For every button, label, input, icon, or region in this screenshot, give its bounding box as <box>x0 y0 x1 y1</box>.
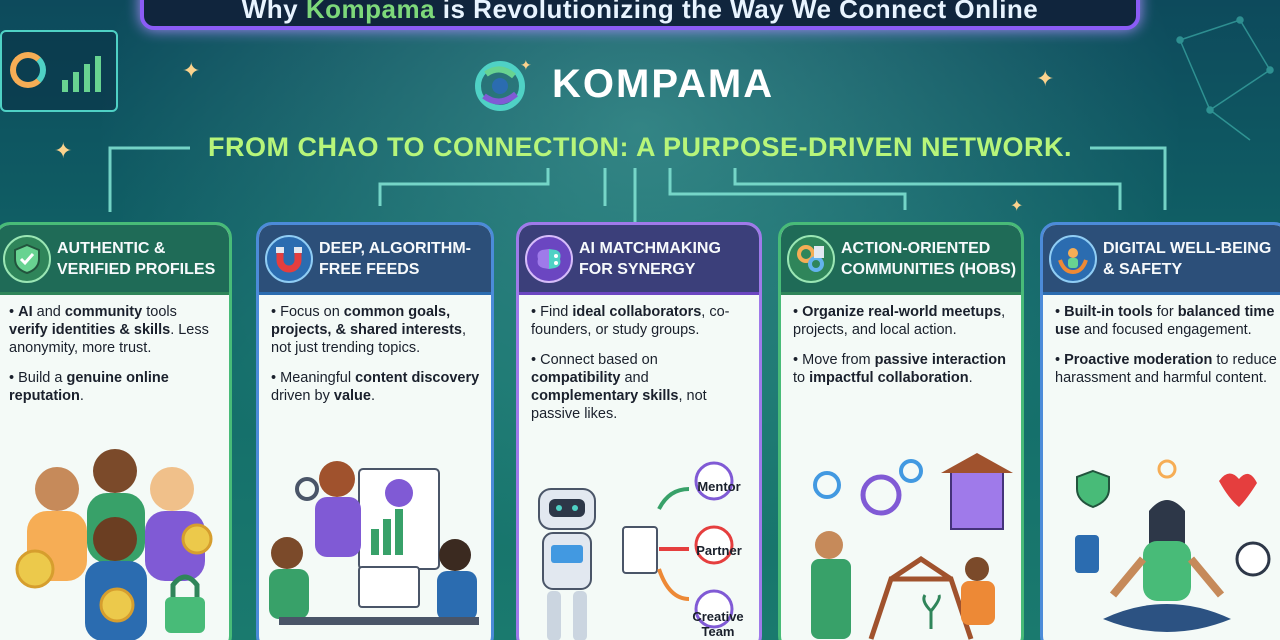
bar-chart-icon <box>62 52 101 92</box>
community-building-illustration <box>811 453 1013 640</box>
tagline: FROM CHAO TO CONNECTION: A PURPOSE-DRIVE… <box>207 132 1072 162</box>
card-action-communities: ACTION-ORIENTED COMMUNITIES (HOBS) • Org… <box>778 222 1024 640</box>
page-title: Why Kompama is Revolutionizing the Way W… <box>242 0 1039 25</box>
svg-text:✦: ✦ <box>520 58 532 74</box>
card-body: • Organize real-world meetups, projects,… <box>793 303 1011 399</box>
card-title: DEEP, ALGORITHM-FREE FEEDS <box>319 239 472 278</box>
card-header: AUTHENTIC & VERIFIED PROFILES <box>0 225 229 295</box>
card-body: • Built-in tools for balanced time use a… <box>1055 303 1277 399</box>
match-label-mentor: Mentor <box>697 479 741 494</box>
card-point: • Connect based on compatibility and com… <box>531 352 707 422</box>
card-point: • Build a genuine online reputation. <box>9 370 169 404</box>
logo-swirl-icon: ✦ <box>475 58 532 111</box>
card-point: • AI and community tools verify identiti… <box>9 304 209 356</box>
sparkle-icon: ✦ <box>1036 66 1055 91</box>
collaboration-illustration <box>269 461 479 625</box>
match-label-creative-team: Creative Team <box>692 609 744 639</box>
card-digital-wellbeing: DIGITAL WELL-BEING & SAFETY • Built-in t… <box>1040 222 1280 640</box>
magnet-icon <box>265 235 313 283</box>
card-authentic-profiles: AUTHENTIC & VERIFIED PROFILES • AI and c… <box>0 222 232 640</box>
card-header: DIGITAL WELL-BEING & SAFETY <box>1043 225 1280 295</box>
logo-wordmark: KOMPAMA <box>552 61 775 106</box>
sparkle-icon: ✦ <box>54 138 73 163</box>
sparkle-icon: ✦ <box>1010 198 1024 215</box>
page-title-banner: Why Kompama is Revolutionizing the Way W… <box>140 0 1140 30</box>
card-title: DIGITAL WELL-BEING & SAFETY <box>1103 239 1272 278</box>
hands-person-icon <box>1049 235 1097 283</box>
donut-chart-icon <box>10 52 46 88</box>
gears-building-icon <box>787 235 835 283</box>
card-point: • Focus on common goals, projects, & sha… <box>271 304 467 356</box>
card-point: • Proactive moderation to reduce harassm… <box>1055 352 1277 386</box>
card-header: DEEP, ALGORITHM-FREE FEEDS <box>259 225 491 295</box>
kompama-logo: ✦ KOMPAMA <box>462 56 774 112</box>
card-ai-matchmaking: AI MATCHMAKING FOR SYNERGY • Find ideal … <box>516 222 762 640</box>
card-point: • Organize real-world meetups, projects,… <box>793 304 1006 338</box>
card-header: AI MATCHMAKING FOR SYNERGY <box>519 225 759 295</box>
card-point: • Find ideal collaborators, co-founders,… <box>531 304 730 338</box>
brain-circuit-icon <box>525 235 573 283</box>
card-title: ACTION-ORIENTED COMMUNITIES (HOBS) <box>841 239 1017 278</box>
match-label-partner: Partner <box>696 543 742 558</box>
dashboard-widget <box>0 30 118 112</box>
shield-handshake-icon <box>3 235 51 283</box>
verified-people-illustration <box>15 449 213 640</box>
card-title: AI MATCHMAKING FOR SYNERGY <box>579 239 721 278</box>
brand-highlight: Kompama <box>305 0 436 24</box>
card-body: • Focus on common goals, projects, & sha… <box>271 303 481 417</box>
card-deep-feeds: DEEP, ALGORITHM-FREE FEEDS • Focus on co… <box>256 222 494 640</box>
card-header: ACTION-ORIENTED COMMUNITIES (HOBS) <box>781 225 1021 295</box>
card-point: • Move from passive interaction to impac… <box>793 352 1006 386</box>
meditation-illustration <box>1075 459 1271 632</box>
card-point: • Meaningful content discovery driven by… <box>271 370 480 404</box>
card-body: • Find ideal collaborators, co-founders,… <box>531 303 749 435</box>
card-body: • AI and community tools verify identiti… <box>9 303 219 417</box>
robot-matchmaking-illustration <box>538 461 734 640</box>
card-point: • Built-in tools for balanced time use a… <box>1055 304 1275 338</box>
sparkle-icon: ✦ <box>182 58 201 83</box>
card-title: AUTHENTIC & VERIFIED PROFILES <box>57 239 216 278</box>
